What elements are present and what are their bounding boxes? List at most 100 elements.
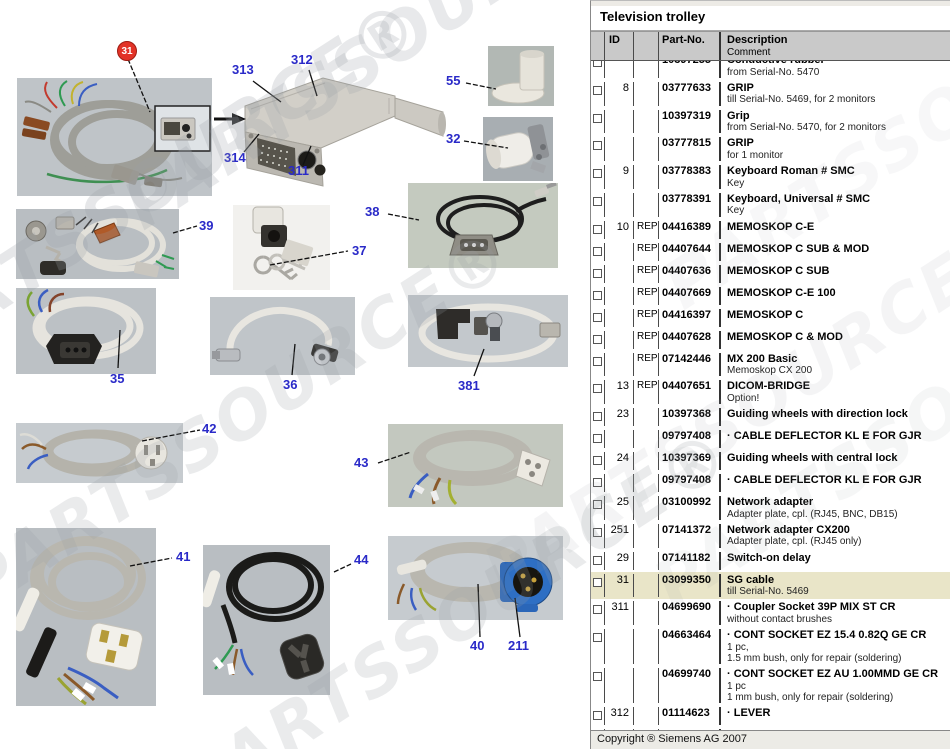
row-checkbox[interactable] xyxy=(593,334,602,344)
cell-part-no: 10397255 xyxy=(659,61,721,78)
callout-32: 32 xyxy=(446,131,461,146)
row-checkbox[interactable] xyxy=(593,605,602,615)
cell-description: MEMOSKOP C xyxy=(727,308,804,321)
cell-id: 313 xyxy=(605,729,634,730)
row-checkbox[interactable] xyxy=(593,577,602,587)
callout-55: 55 xyxy=(446,73,461,88)
cell-part-no: 04699740 xyxy=(659,668,721,703)
photo-coax-cable-36 xyxy=(210,297,355,375)
table-body: 10397255Conductive rubberfrom Serial-No.… xyxy=(591,61,950,730)
cell-rep: REP xyxy=(634,308,659,327)
row-checkbox[interactable] xyxy=(593,246,602,256)
row-checkbox[interactable] xyxy=(593,555,602,565)
cell-rep xyxy=(634,573,659,598)
row-checkbox[interactable] xyxy=(593,61,602,67)
cell-description: MEMOSKOP C SUB & MOD xyxy=(727,242,870,255)
cell-part-no: 10397369 xyxy=(659,452,721,470)
row-checkbox[interactable] xyxy=(593,633,602,642)
callout-37: 37 xyxy=(352,243,367,258)
photo-power-cable-40 xyxy=(388,536,563,620)
row-checkbox[interactable] xyxy=(593,456,602,465)
table-row[interactable]: 04699740· CONT SOCKET EZ AU 1.00MMD GE C… xyxy=(591,666,950,705)
row-checkbox[interactable] xyxy=(593,412,602,421)
cell-id: 312 xyxy=(605,707,634,725)
row-checkbox[interactable] xyxy=(593,527,602,537)
row-checkbox[interactable] xyxy=(593,141,602,151)
cell-rep xyxy=(634,551,659,570)
cell-rep xyxy=(634,707,659,725)
row-checkbox[interactable] xyxy=(593,711,602,720)
row-checkbox[interactable] xyxy=(593,224,602,234)
cell-part-no: 09797408 xyxy=(659,430,721,448)
drawing-coupler-connector xyxy=(237,56,447,190)
table-row[interactable]: 04663464· CONT SOCKET EZ 15.4 0.82Q GE C… xyxy=(591,627,950,666)
cell-id xyxy=(605,137,634,161)
row-checkbox[interactable] xyxy=(593,356,602,366)
cell-id xyxy=(605,430,634,448)
callout-41: 41 xyxy=(176,549,191,564)
row-checkbox[interactable] xyxy=(593,672,602,681)
photo-power-cable-43 xyxy=(388,424,563,507)
row-checkbox[interactable] xyxy=(593,434,602,443)
row-checkbox[interactable] xyxy=(593,196,602,206)
cell-id xyxy=(605,629,634,664)
row-checkbox[interactable] xyxy=(593,85,602,95)
row-checkbox[interactable] xyxy=(593,500,602,509)
cell-description: · CABLE DEFLECTOR KL E FOR GJR xyxy=(727,474,922,486)
cell-part-no: 03777815 xyxy=(659,137,721,161)
row-checkbox[interactable] xyxy=(593,290,602,300)
callout-314: 314 xyxy=(224,150,246,165)
row-checkbox[interactable] xyxy=(593,312,602,322)
table-row[interactable]: 09797408· CABLE DEFLECTOR KL E FOR GJR xyxy=(591,428,950,450)
row-checkbox[interactable] xyxy=(593,384,602,394)
table-row[interactable]: 09797408 · CABLE DEFLECTOR KL E FOR GJR xyxy=(591,472,950,494)
table-row[interactable]: 31301114573· HOUSING LEFT xyxy=(591,727,950,730)
row-checkbox[interactable] xyxy=(593,268,602,278)
row-checkbox[interactable] xyxy=(593,169,602,178)
callout-40: 40 xyxy=(470,638,485,653)
panel-title: Television trolley xyxy=(591,6,950,31)
row-checkbox[interactable] xyxy=(593,113,602,123)
row-checkbox[interactable] xyxy=(593,478,602,487)
callout-38: 38 xyxy=(365,204,380,219)
cell-id xyxy=(605,308,634,327)
cell-id xyxy=(605,474,634,492)
cell-part-no: 09797408 xyxy=(659,474,721,492)
photo-power-cable-35 xyxy=(16,288,156,374)
photo-holder-55 xyxy=(488,46,554,106)
table-row[interactable]: 10397255Conductive rubberfrom Serial-No.… xyxy=(591,61,950,80)
cell-rep xyxy=(634,629,659,664)
callout-43: 43 xyxy=(354,455,369,470)
cell-part-no: 01114623 xyxy=(659,707,721,725)
cell-id: 311 xyxy=(605,601,634,625)
cell-part-no: 04699690 xyxy=(659,601,721,625)
cell-rep xyxy=(634,729,659,730)
cell-id: 8 xyxy=(605,81,634,106)
